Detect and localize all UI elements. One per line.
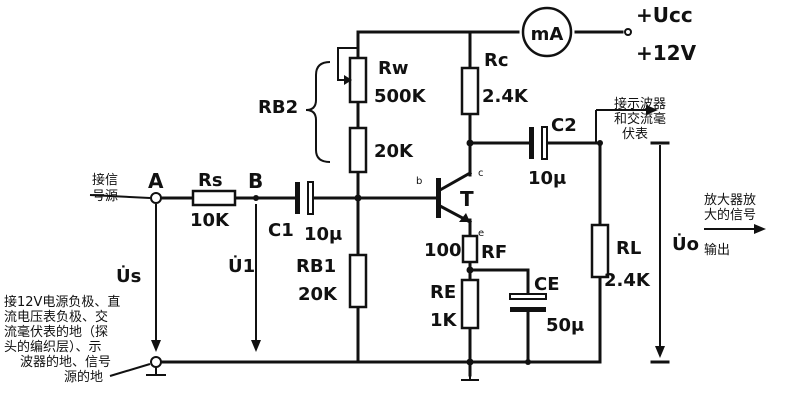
input-note-arrow — [89, 194, 151, 199]
rb2-resistor — [348, 126, 368, 174]
ce-ground-junction — [525, 359, 531, 365]
rs-name: Rs — [198, 170, 223, 191]
pin-e-label: e — [478, 228, 484, 239]
ucc-terminal — [624, 28, 632, 36]
c1-value: 10μ — [304, 224, 342, 245]
ground-note-line2: 流电压表负极、交 — [4, 309, 108, 325]
pin-b-label: b — [416, 176, 422, 187]
rb2-value: 20K — [374, 141, 414, 162]
ucc-label: +Ucc — [636, 3, 693, 27]
ce-top-wire — [468, 268, 530, 296]
node-a-label: A — [148, 169, 164, 193]
rw-name: Rw — [378, 58, 409, 79]
rf-value: 100 — [424, 240, 462, 261]
rb1-value: 20K — [298, 284, 338, 305]
c2-name: C2 — [551, 115, 577, 136]
input-note-line2: 号源 — [92, 189, 118, 204]
junction-dots — [150, 28, 632, 368]
rl-value: 2.4K — [604, 270, 651, 291]
voltage-arrows — [89, 105, 766, 364]
output-junction — [597, 140, 603, 146]
ground-icon — [146, 367, 479, 381]
re-name: RE — [430, 282, 456, 303]
ground-note-line4: 头的编织层）、示 — [4, 339, 102, 355]
rf-name: RF — [481, 242, 507, 263]
ground-note-line1: 接12V电源负极、直 — [4, 294, 120, 310]
emitter-junction — [466, 266, 474, 274]
scope-note-line3: 伏表 — [622, 127, 648, 142]
supply-voltage-label: +12V — [636, 41, 697, 65]
ground-note-line3: 流毫伏表的地（探 — [4, 324, 108, 340]
c1-capacitor — [295, 181, 314, 215]
rb2-brace — [305, 61, 331, 163]
re-value: 1K — [430, 310, 458, 331]
meter-label: mA — [531, 24, 564, 45]
output-note-line2: 大的信号 — [704, 207, 756, 223]
rl-resistor — [590, 223, 610, 279]
ground-note-line6: 源的地 — [64, 369, 103, 385]
us-label: U̇s — [116, 266, 141, 287]
rw-rheostat — [348, 56, 368, 104]
re-resistor — [460, 278, 480, 330]
input-note-line1: 接信 — [92, 172, 118, 188]
rw-value: 500K — [374, 86, 427, 107]
base-junction — [354, 194, 362, 202]
c1-name: C1 — [268, 220, 294, 241]
output-note-line3: 输出 — [704, 242, 730, 258]
scope-note-line1: 接示波器 — [614, 96, 666, 112]
rc-name: Rc — [484, 50, 509, 71]
u1-label: U̇1 — [228, 256, 255, 277]
rs-value: 10K — [190, 210, 230, 231]
transistor-label: T — [460, 187, 474, 211]
rb1-name: RB1 — [296, 256, 336, 277]
milliammeter — [521, 6, 573, 58]
rc-resistor — [460, 66, 480, 116]
ce-value: 50μ — [546, 315, 584, 336]
ce-name: CE — [534, 274, 560, 295]
ground-note-line5: 波器的地、信号 — [20, 354, 111, 370]
node-b-dot — [253, 195, 259, 201]
rc-value: 2.4K — [482, 86, 529, 107]
node-b-label: B — [248, 169, 263, 193]
pin-c-label: c — [478, 168, 484, 179]
ce-capacitor — [509, 293, 547, 312]
c2-capacitor — [529, 126, 548, 160]
rl-name: RL — [616, 238, 641, 259]
transistor-t — [436, 170, 473, 225]
collector-junction — [466, 139, 474, 147]
c2-value: 10μ — [528, 168, 566, 189]
ground-junction — [466, 358, 474, 366]
node-a-terminal — [150, 192, 162, 204]
ground-note-pointer — [109, 363, 151, 377]
rw-wiper-arrow — [344, 75, 352, 85]
rs-resistor — [191, 189, 237, 207]
scope-note-line2: 和交流毫 — [614, 111, 666, 127]
ground-terminal — [150, 356, 162, 368]
uo-label: U̇o — [672, 234, 699, 255]
rb2-name: RB2 — [258, 97, 298, 118]
rf-resistor — [461, 234, 479, 264]
output-note-line1: 放大器放 — [704, 193, 756, 208]
rb1-resistor — [348, 253, 368, 309]
